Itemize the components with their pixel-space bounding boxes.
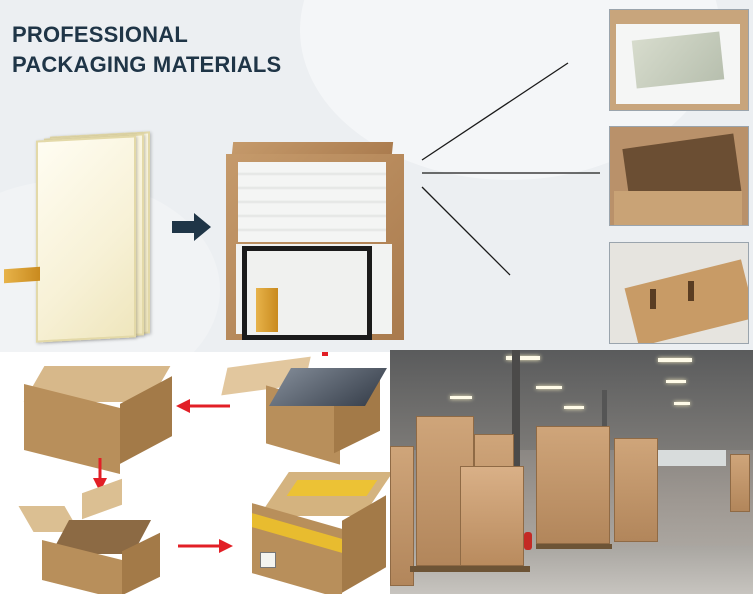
flex-cable: [4, 266, 40, 284]
ceiling-light: [450, 396, 472, 399]
title-line-1: PROFESSIONAL: [12, 22, 188, 47]
touch-panel: [36, 135, 136, 343]
handwritten-mark: [688, 281, 694, 301]
taped-box: [252, 472, 390, 594]
packing-tape: [286, 480, 378, 496]
arrow-right-icon: [172, 213, 211, 241]
warehouse-photo: [390, 350, 753, 594]
top-banner: PROFESSIONAL PACKAGING MATERIALS: [0, 0, 753, 352]
foam-layer: [238, 162, 386, 242]
packaged-panel-box: [222, 140, 408, 340]
carton-stack: [730, 454, 750, 512]
ceiling-light: [658, 358, 692, 362]
ceiling-light: [506, 356, 540, 360]
red-arrow-icon: [322, 352, 328, 356]
carton-stack: [536, 426, 610, 544]
packing-photo-foam: [609, 9, 749, 111]
packing-photo-box: [609, 126, 749, 226]
red-arrow-icon: [176, 399, 230, 413]
box-with-panel: [221, 356, 387, 465]
touch-panel: [631, 31, 725, 89]
box-body: [614, 191, 742, 225]
ceiling-light: [674, 402, 690, 405]
open-empty-box: [18, 478, 170, 594]
packing-photo-labeled: [609, 242, 749, 344]
red-arrow-icon: [178, 539, 233, 553]
ceiling-light: [564, 406, 584, 409]
pointer-lines: [421, 62, 600, 276]
support-column: [512, 350, 520, 570]
packing-flow-diagram: [0, 352, 390, 594]
banner-title: PROFESSIONAL PACKAGING MATERIALS: [12, 20, 281, 80]
title-line-2: PACKAGING MATERIALS: [12, 52, 282, 77]
box-flap: [82, 478, 122, 520]
ceiling-light: [536, 386, 562, 389]
shipping-label: [260, 552, 276, 568]
flex-cable: [256, 288, 278, 332]
box-body: [624, 259, 748, 343]
fire-extinguisher: [524, 532, 532, 550]
closed-box: [23, 366, 174, 474]
red-arrow-icon: [93, 458, 107, 492]
carton-stack: [390, 446, 414, 586]
carton-stack: [460, 466, 524, 566]
touch-panel-stack: [0, 128, 160, 343]
handwritten-mark: [650, 289, 656, 309]
pallet: [410, 566, 530, 572]
carton-stack: [614, 438, 658, 542]
pallet: [536, 544, 612, 549]
ceiling-light: [666, 380, 686, 383]
